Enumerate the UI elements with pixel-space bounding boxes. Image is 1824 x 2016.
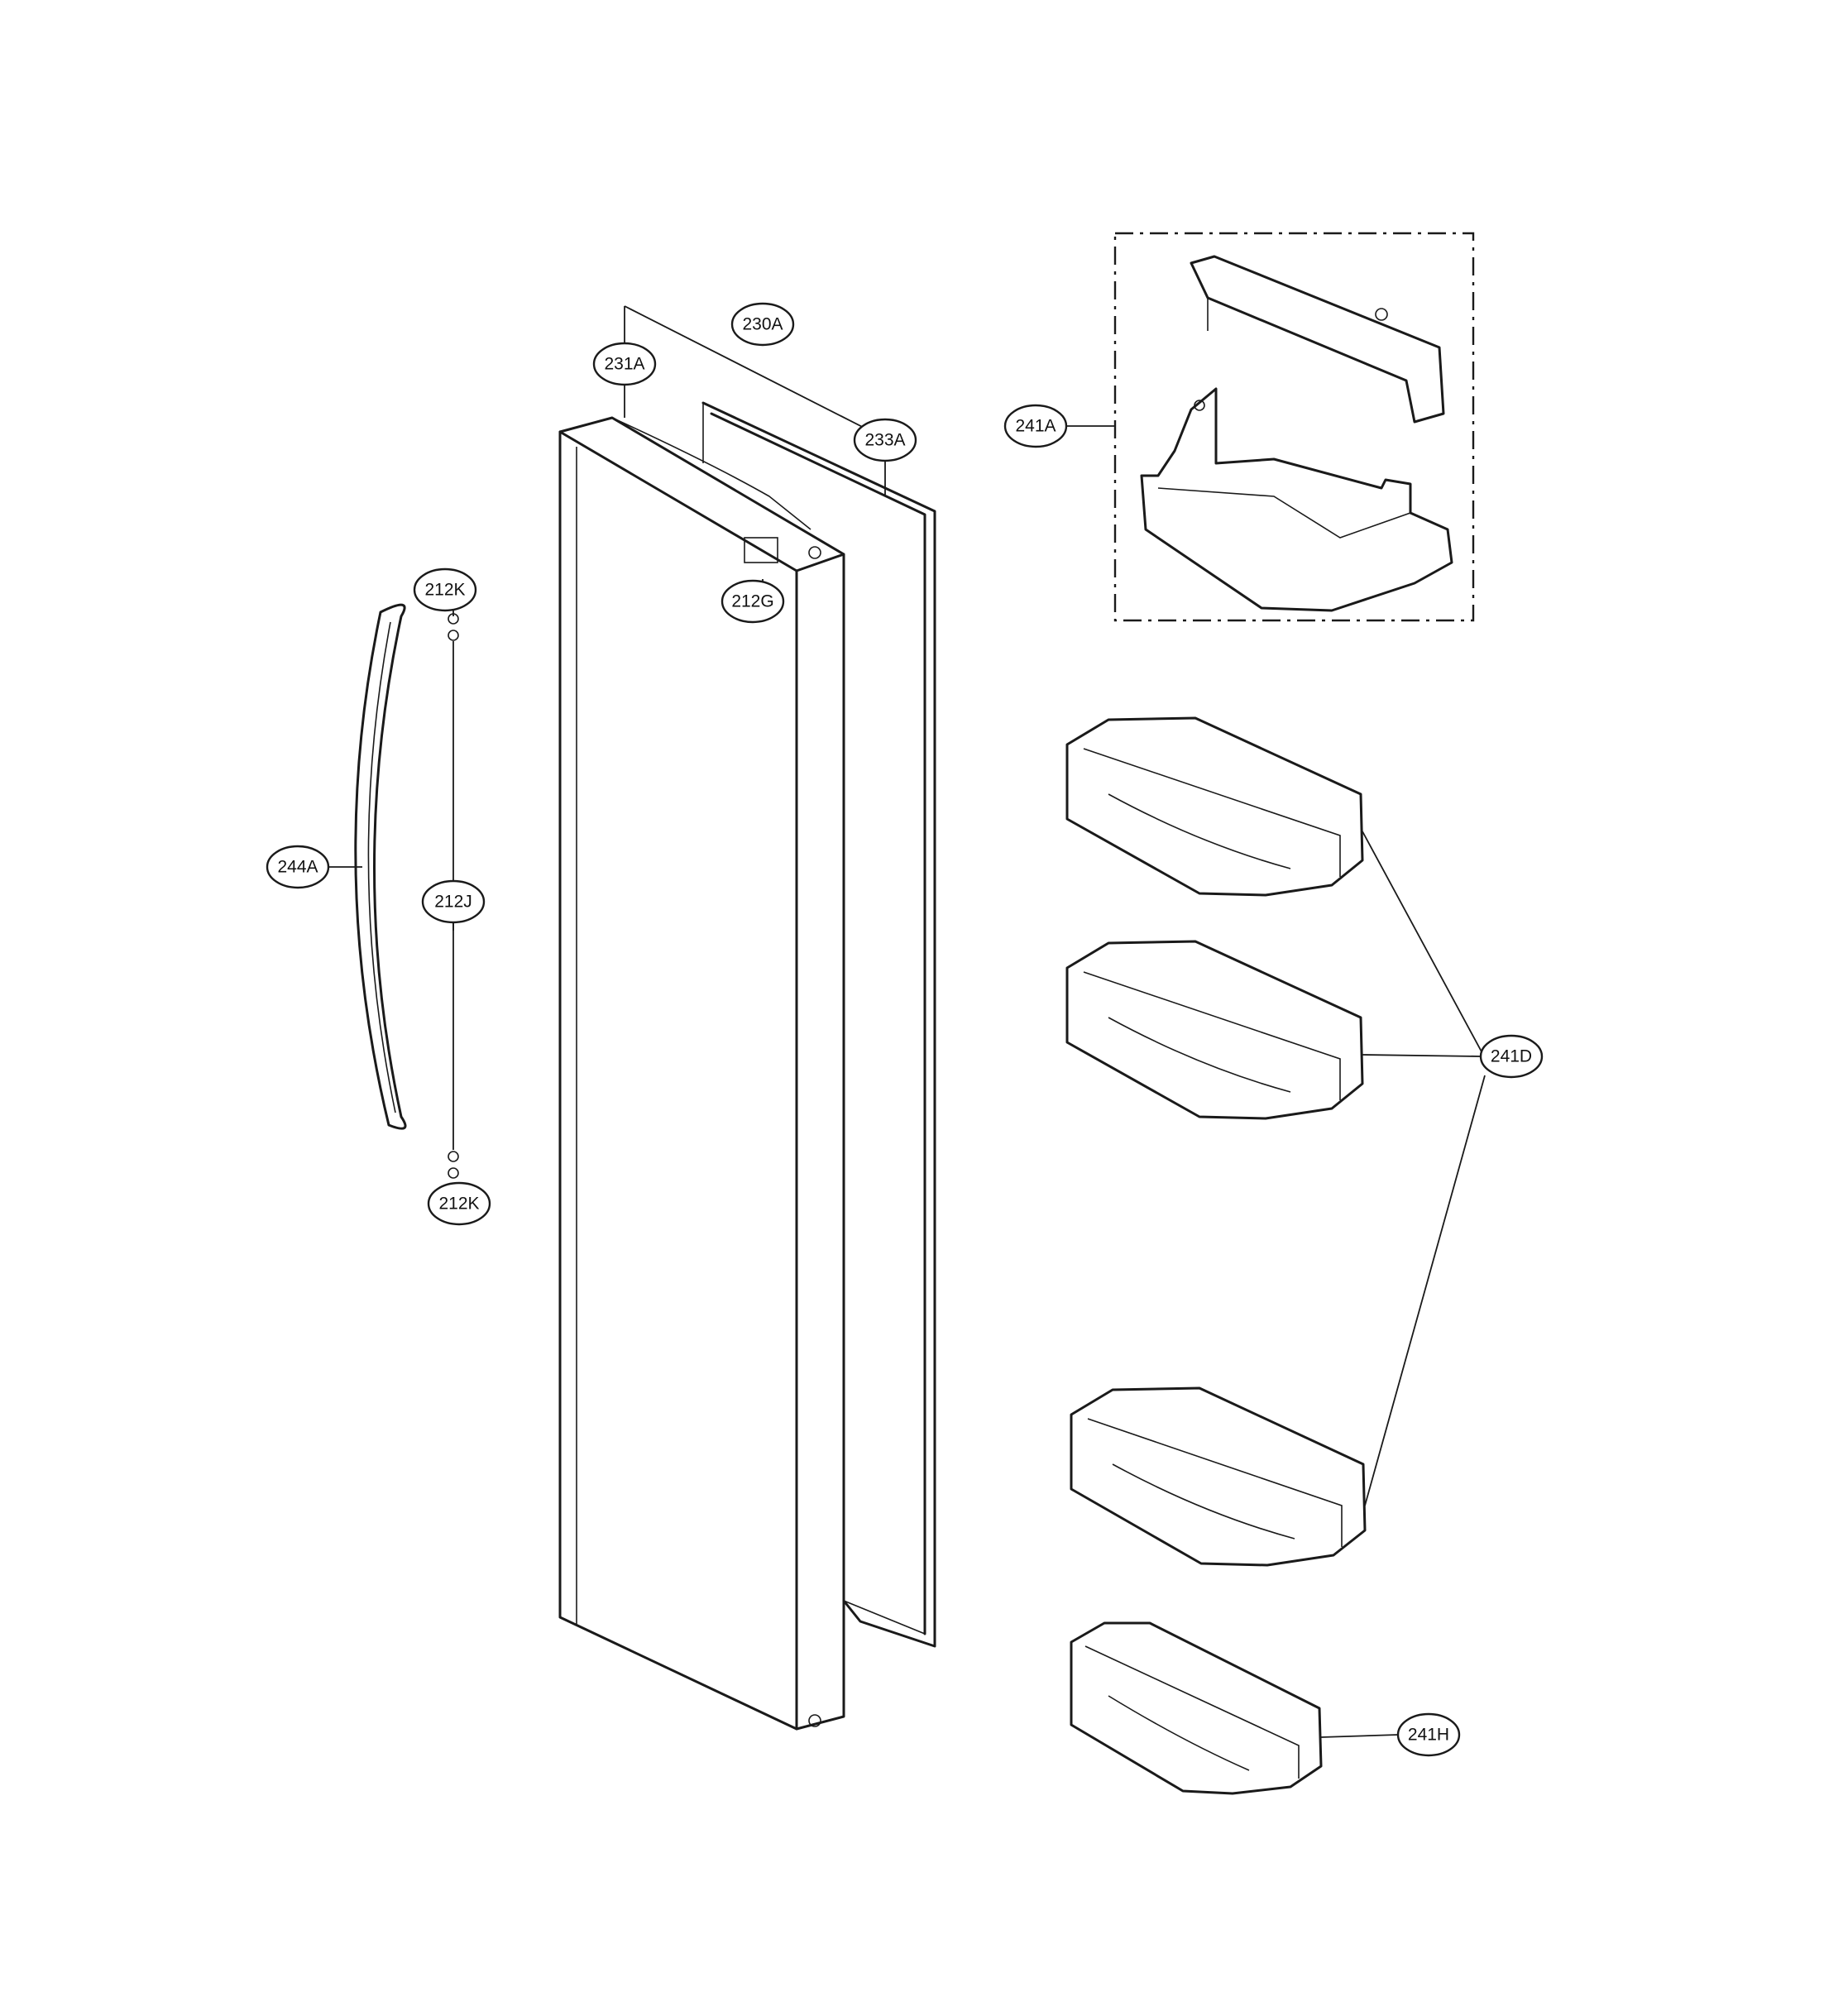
door-bin-small <box>1070 1621 1323 1795</box>
door-bin-3 <box>1070 1386 1367 1567</box>
callout-212j: 212J <box>421 879 486 924</box>
screw-top <box>448 613 459 641</box>
door-bin-2 <box>1065 940 1364 1120</box>
bin-241a <box>1140 387 1453 612</box>
callout-241h: 241H <box>1396 1712 1461 1757</box>
callout-212g-label: 212G <box>731 592 773 611</box>
callout-231a: 231A <box>592 342 657 386</box>
assembly-box-241a <box>1113 232 1475 622</box>
door-handle <box>354 603 407 1130</box>
callout-244a: 244A <box>266 845 330 889</box>
callout-231a-label: 231A <box>604 355 644 374</box>
callout-244a-label: 244A <box>277 858 318 877</box>
callout-233a-label: 233A <box>864 431 905 450</box>
screw-bottom <box>448 1151 459 1179</box>
door-panel <box>558 416 845 1731</box>
callout-212k-bottom: 212K <box>427 1181 491 1226</box>
door-gasket <box>701 401 936 1648</box>
callout-241d: 241D <box>1479 1034 1544 1079</box>
callout-241d-label: 241D <box>1491 1047 1532 1066</box>
callout-212k-bottom-label: 212K <box>438 1195 479 1214</box>
callout-212j-label: 212J <box>434 893 472 912</box>
door-bin-1 <box>1065 716 1364 897</box>
callout-230a-label: 230A <box>742 315 783 334</box>
callout-241a: 241A <box>1003 404 1068 448</box>
callout-212k-top: 212K <box>413 567 477 612</box>
callout-233a: 233A <box>853 418 917 462</box>
callout-212k-top-label: 212K <box>424 581 465 600</box>
callout-241h-label: 241H <box>1408 1726 1449 1745</box>
bin-cover <box>1190 255 1445 424</box>
callout-241a-label: 241A <box>1015 417 1056 436</box>
callout-212g: 212G <box>721 579 785 624</box>
door-label-212g <box>744 537 778 563</box>
callout-230a: 230A <box>730 302 795 347</box>
